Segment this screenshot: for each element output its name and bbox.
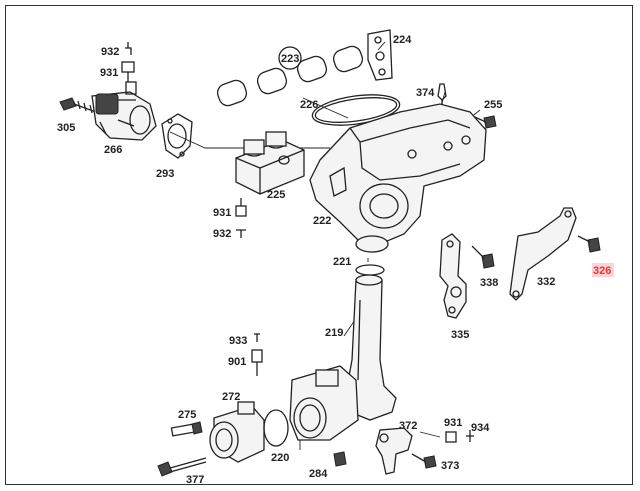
- label-931-mid[interactable]: 931: [213, 207, 231, 219]
- label-221[interactable]: 221: [333, 256, 351, 268]
- bolt-377[interactable]: [157, 457, 207, 477]
- label-284[interactable]: 284: [309, 468, 328, 480]
- sensor-372[interactable]: [375, 427, 413, 475]
- label-275[interactable]: 275: [178, 409, 196, 421]
- connector-931-bottom[interactable]: [445, 431, 457, 443]
- clip-932-mid[interactable]: [236, 229, 246, 238]
- gasket-224[interactable]: [367, 29, 393, 81]
- valve-block-225[interactable]: [235, 131, 305, 195]
- label-373[interactable]: 373: [441, 460, 459, 472]
- connector-901[interactable]: [251, 349, 263, 376]
- label-332[interactable]: 332: [537, 276, 555, 288]
- label-377[interactable]: 377: [186, 474, 204, 486]
- part-labels: 932 931 305 266 293 223 224 226 374 255 …: [57, 34, 614, 486]
- actuator-266[interactable]: [91, 81, 157, 141]
- label-223[interactable]: 223: [281, 53, 299, 65]
- highlight-326: [592, 263, 614, 277]
- label-932[interactable]: 932: [101, 46, 119, 58]
- label-931-bottom[interactable]: 931: [444, 417, 462, 429]
- label-272[interactable]: 272: [222, 391, 240, 403]
- intake-manifold-222[interactable]: [309, 103, 487, 253]
- clip-934[interactable]: [466, 430, 474, 442]
- label-338[interactable]: 338: [480, 277, 498, 289]
- connector-931-mid[interactable]: [235, 198, 247, 217]
- throttle-valve-272[interactable]: [209, 401, 265, 463]
- label-372[interactable]: 372: [399, 420, 417, 432]
- gasket-223[interactable]: [215, 44, 365, 108]
- label-933[interactable]: 933: [229, 335, 247, 347]
- label-335[interactable]: 335: [451, 329, 469, 341]
- label-374[interactable]: 374: [416, 87, 435, 99]
- label-305[interactable]: 305: [57, 122, 75, 134]
- label-225[interactable]: 225: [267, 189, 285, 201]
- bolt-275[interactable]: [170, 421, 203, 437]
- bolt-284[interactable]: [333, 451, 347, 467]
- throttle-housing[interactable]: [289, 365, 359, 441]
- label-222[interactable]: 222: [313, 215, 331, 227]
- label-226[interactable]: 226: [300, 99, 318, 111]
- label-219[interactable]: 219: [325, 327, 343, 339]
- gasket-293[interactable]: [161, 113, 193, 159]
- oring-220[interactable]: [263, 409, 289, 447]
- label-901[interactable]: 901: [228, 356, 246, 368]
- label-224[interactable]: 224: [393, 34, 412, 46]
- label-326[interactable]: 326: [593, 265, 611, 277]
- bolt-326[interactable]: [577, 235, 601, 253]
- bracket-335[interactable]: [439, 233, 467, 319]
- label-931[interactable]: 931: [100, 67, 118, 79]
- oring-221[interactable]: [355, 264, 385, 276]
- label-266[interactable]: 266: [104, 144, 122, 156]
- label-220[interactable]: 220: [271, 452, 289, 464]
- label-934[interactable]: 934: [471, 422, 490, 434]
- label-255[interactable]: 255: [484, 99, 502, 111]
- clip-932-top[interactable]: [125, 42, 132, 55]
- label-932-mid[interactable]: 932: [213, 228, 231, 240]
- bolt-373[interactable]: [411, 453, 437, 469]
- bolt-305[interactable]: [59, 97, 97, 114]
- label-293[interactable]: 293: [156, 168, 174, 180]
- connector-931-top[interactable]: [121, 61, 135, 82]
- bolt-338[interactable]: [471, 245, 495, 269]
- bracket-332[interactable]: [509, 207, 577, 301]
- clip-933[interactable]: [254, 333, 260, 342]
- oring-226[interactable]: [310, 90, 401, 130]
